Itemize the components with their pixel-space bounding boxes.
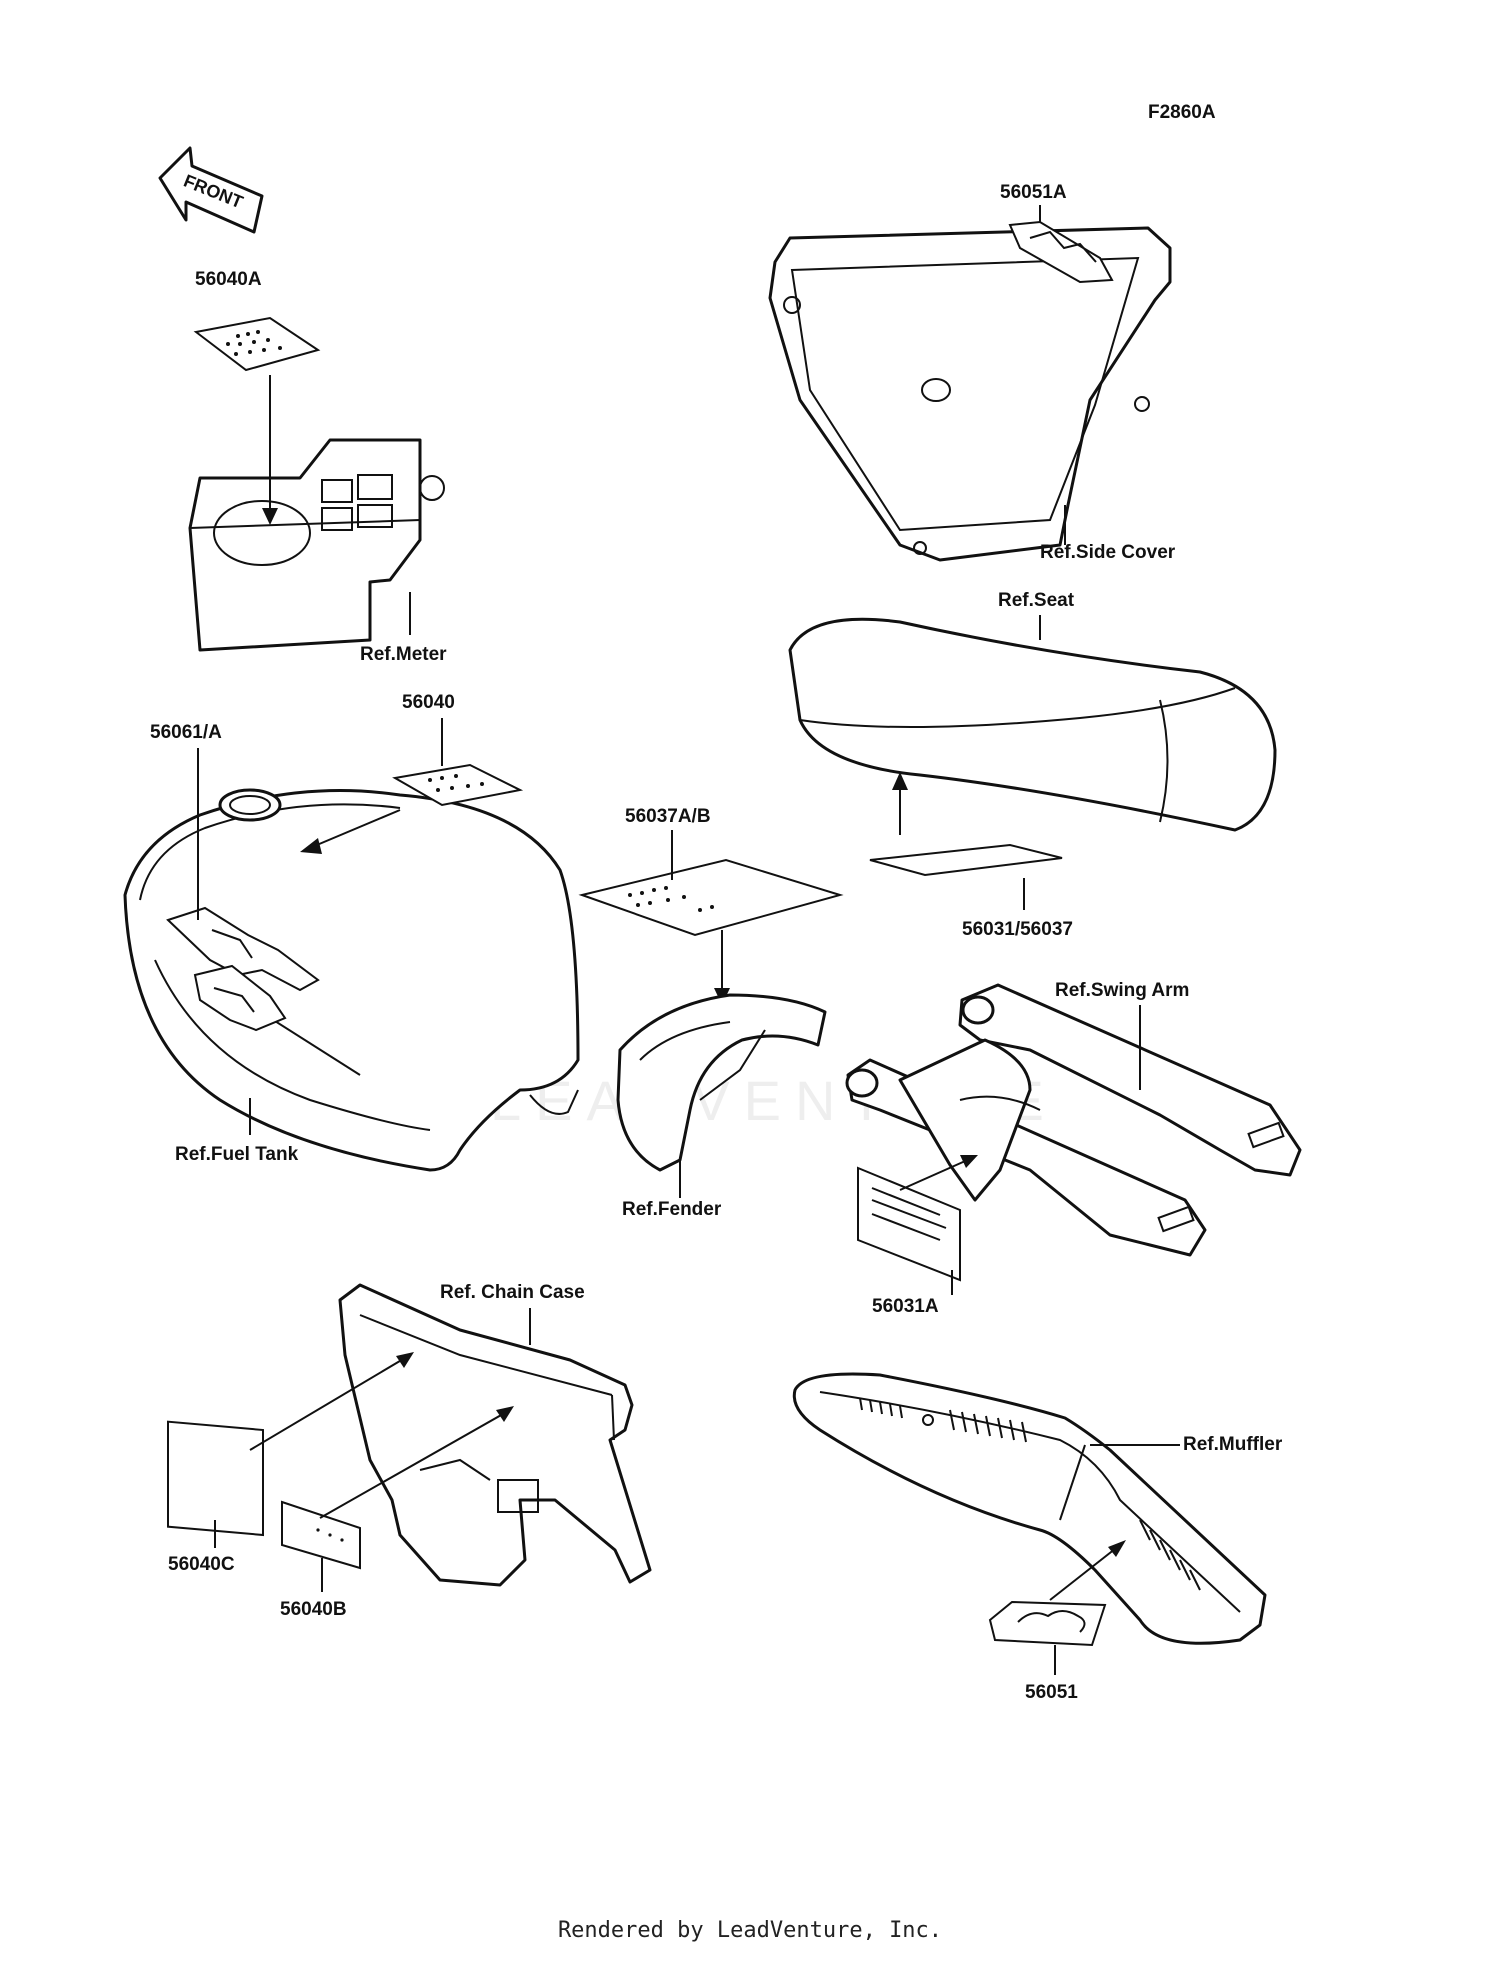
meter-assembly	[188, 438, 445, 652]
label-ref-swing-arm: Ref.Swing Arm	[1055, 980, 1189, 1001]
chain-case	[338, 1283, 652, 1587]
arrowhead-56040-tank	[300, 838, 322, 854]
arrowhead-56031A	[960, 1155, 978, 1168]
label-56031-56037: 56031/56037	[962, 919, 1073, 940]
label-56061A: 56061/A	[150, 722, 222, 743]
label-56040B: 56040B	[280, 1599, 347, 1620]
leader-56040-tank	[304, 809, 401, 851]
decal-56040A	[193, 316, 321, 372]
footer-credit: Rendered by LeadVenture, Inc.	[557, 1918, 943, 1943]
leader-56031A	[899, 1157, 973, 1191]
label-ref-meter: Ref.Meter	[360, 644, 447, 665]
label-ref-muffler: Ref.Muffler	[1183, 1434, 1283, 1455]
emblem-56051	[988, 1600, 1107, 1647]
rear-fender	[616, 993, 827, 1172]
label-ref-fuel-tank: Ref.Fuel Tank	[175, 1144, 299, 1165]
label-56040: 56040	[402, 692, 455, 713]
muffler	[792, 1372, 1267, 1645]
label-ref-fender: Ref.Fender	[622, 1199, 722, 1220]
leader-56051	[1049, 1544, 1121, 1601]
arrowhead-56040A	[262, 508, 278, 525]
label-56037AB: 56037A/B	[625, 806, 711, 827]
seat	[788, 617, 1277, 832]
arrowhead-56051	[1108, 1540, 1126, 1557]
decal-56040C	[167, 1420, 264, 1537]
leader-56040C	[249, 1354, 411, 1451]
figure-id: F2860A	[1148, 102, 1216, 123]
fuel-tank	[123, 788, 580, 1172]
label-56051A: 56051A	[1000, 182, 1067, 203]
arrowhead-56040C	[396, 1352, 414, 1368]
label-56031A: 56031A	[872, 1296, 939, 1317]
arrowhead-seat-decal	[892, 772, 908, 790]
arrowhead-56040B	[496, 1406, 514, 1422]
decal-56037AB	[578, 858, 844, 937]
label-56040A: 56040A	[195, 269, 262, 290]
label-56051: 56051	[1025, 1682, 1078, 1703]
label-ref-side-cover: Ref.Side Cover	[1040, 542, 1176, 563]
leader-56040B	[319, 1409, 511, 1519]
front-arrow-icon: FRONT	[158, 146, 264, 234]
parts-diagram: LEADVENTURE F2860A FRONT 56040A Ref.Mete…	[123, 102, 1302, 1703]
decal-56040	[392, 763, 524, 807]
side-cover	[768, 226, 1172, 562]
label-56040C: 56040C	[168, 1554, 235, 1575]
decal-56040B	[281, 1500, 361, 1570]
muffler-vents	[859, 1397, 1201, 1591]
label-ref-seat: Ref.Seat	[998, 590, 1075, 611]
decal-56031A	[857, 1166, 961, 1282]
label-ref-chain-case: Ref. Chain Case	[440, 1282, 585, 1303]
decal-56031-56037	[869, 843, 1063, 877]
emblem-56061A	[166, 906, 320, 1032]
swing-arm	[845, 983, 1302, 1257]
